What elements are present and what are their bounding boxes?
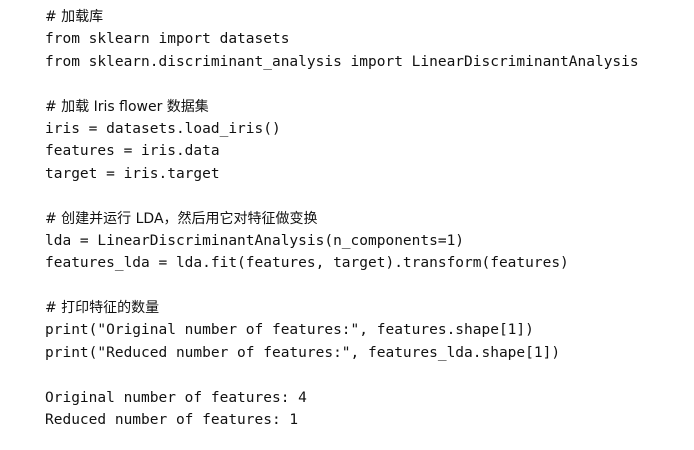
output-original-line: Original number of features: 4 [45,389,307,406]
blank-line [45,73,639,95]
comment-load-library: # 加载库 [45,9,104,25]
blank-line [45,364,639,386]
lda-assign-line: lda = LinearDiscriminantAnalysis(n_compo… [45,232,465,249]
comment-load-iris: # 加载 Iris flower 数据集 [45,98,209,115]
import-datasets-line: from sklearn import datasets [45,31,290,48]
code-block: # 加载库 from sklearn import datasets from … [45,6,639,431]
load-iris-line: iris = datasets.load_iris() [45,120,281,137]
comment-print-count: # 打印特征的数量 [45,300,160,317]
import-lda-line: from sklearn.discriminant_analysis impor… [45,53,639,70]
target-assign-line: target = iris.target [45,165,220,182]
features-assign-line: features = iris.data [45,143,220,160]
print-reduced-line: print("Reduced number of features:", fea… [45,344,561,361]
output-reduced-line: Reduced number of features: 1 [45,412,299,429]
blank-line [45,275,639,297]
features-lda-assign-line: features_lda = lda.fit(features, target)… [45,255,569,272]
blank-line [45,185,639,207]
print-original-line: print("Original number of features:", fe… [45,322,534,339]
comment-create-lda: # 创建并运行 LDA，然后用它对特征做变换 [45,210,318,227]
